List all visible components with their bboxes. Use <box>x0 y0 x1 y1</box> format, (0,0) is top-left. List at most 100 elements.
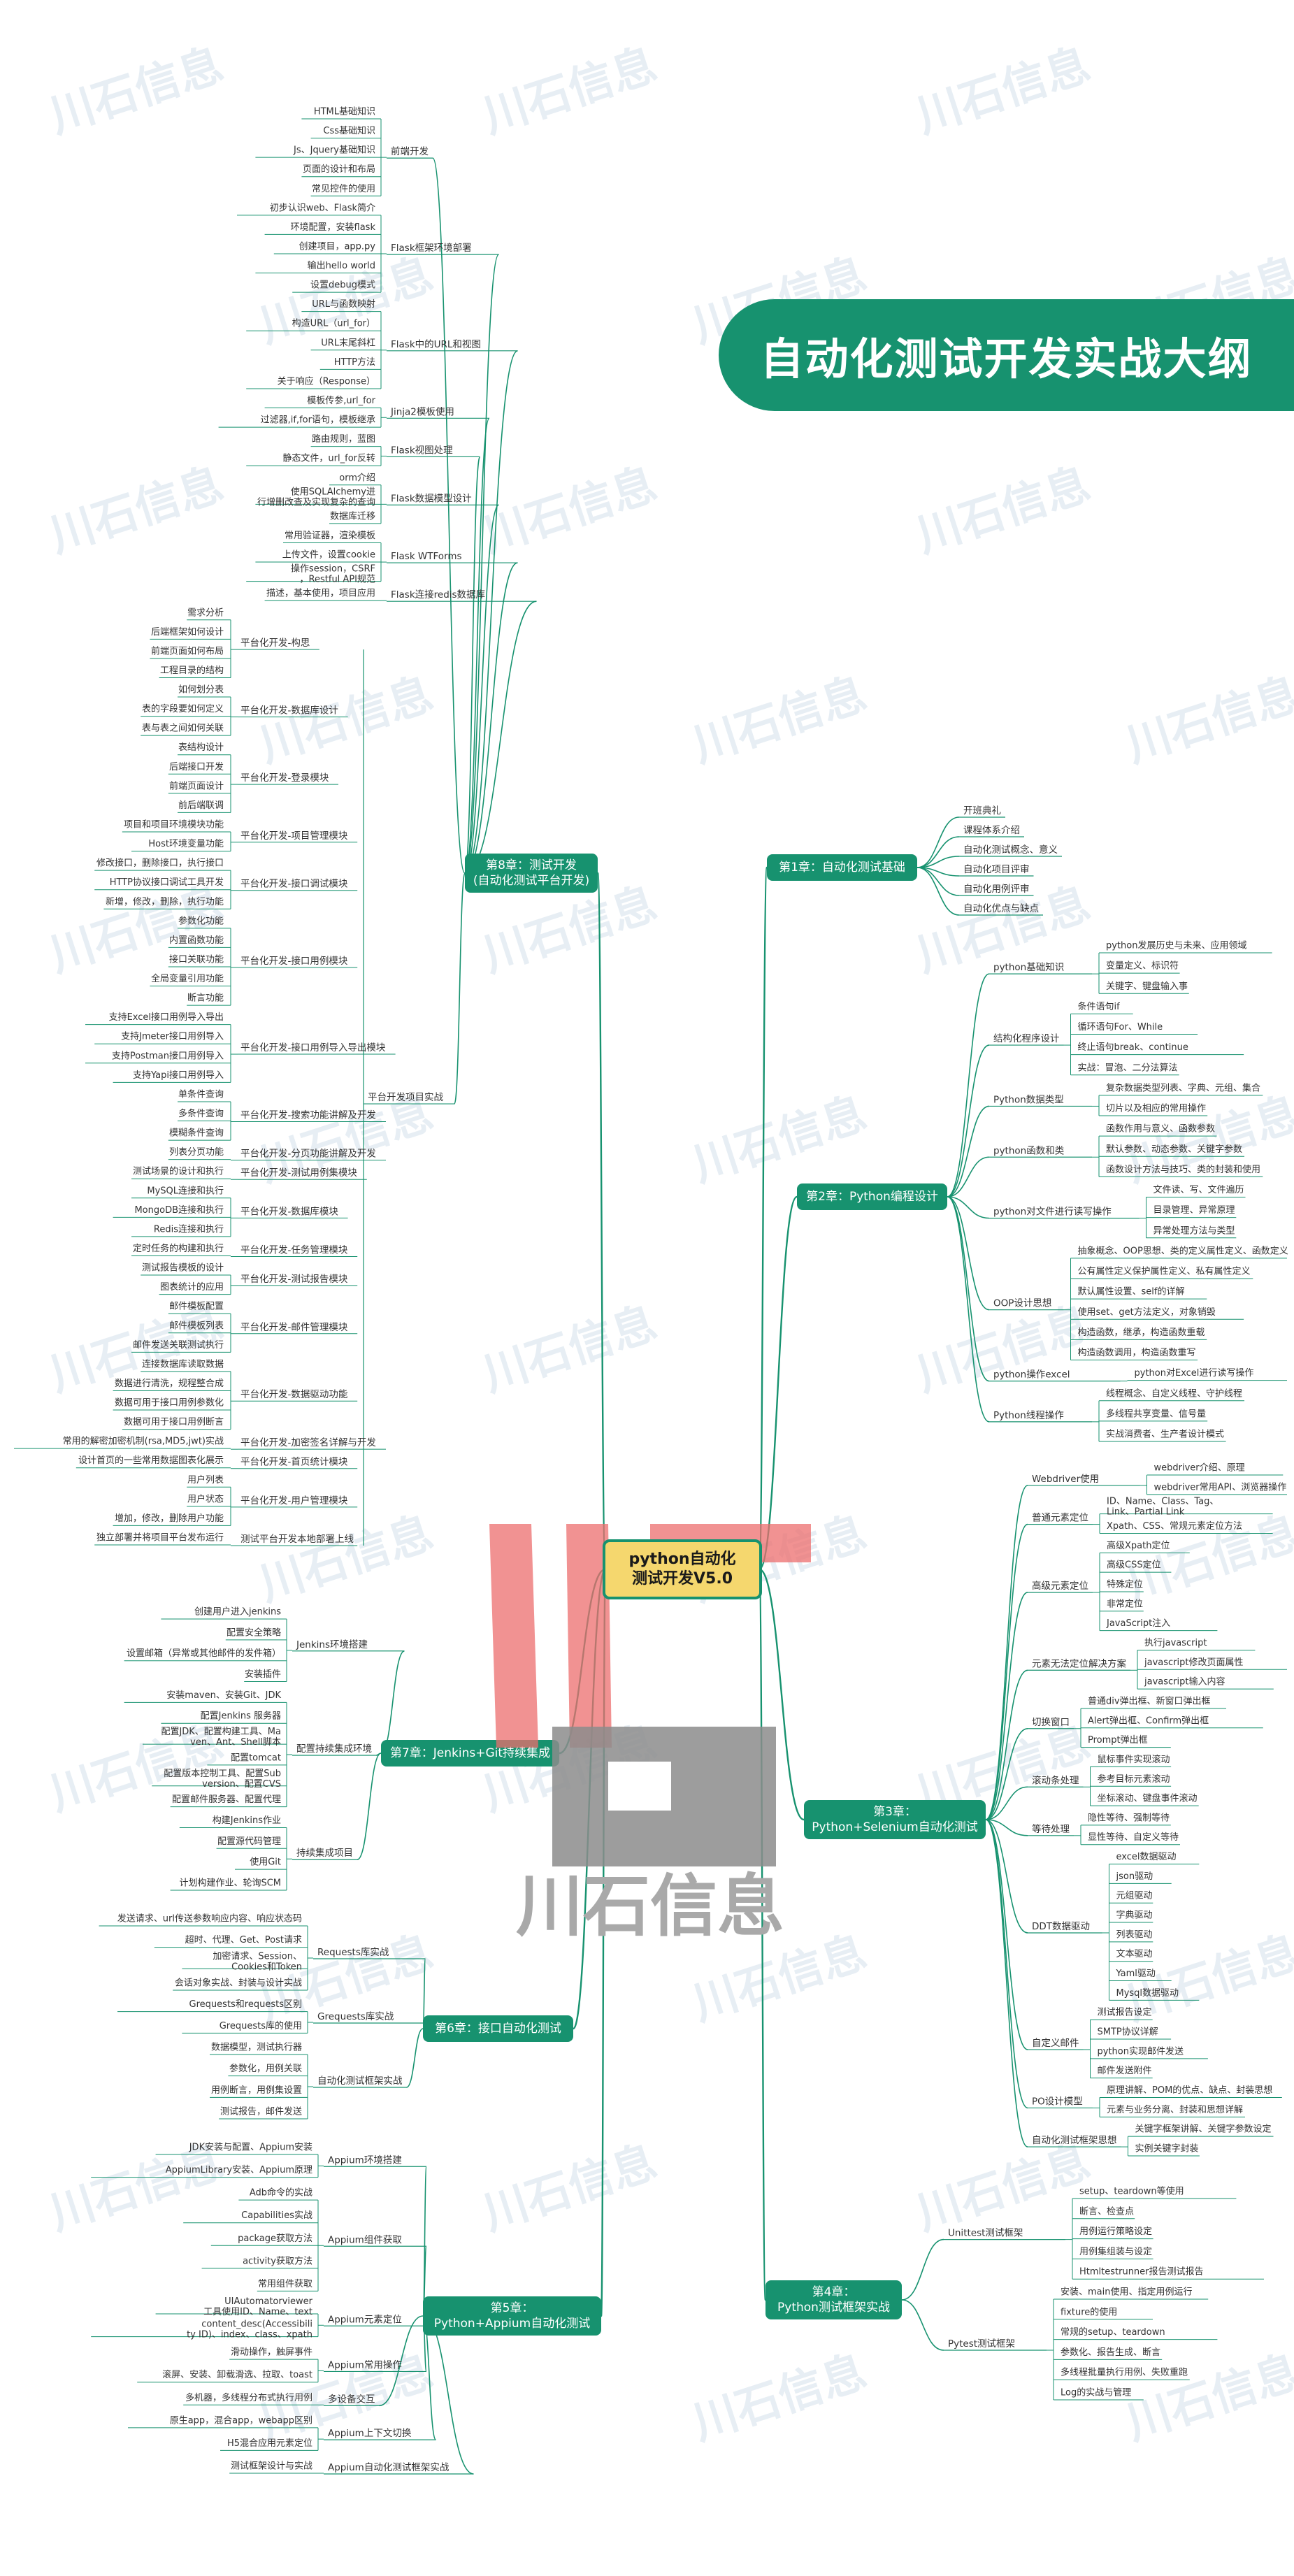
leaf-item: 环境配置，安装flask <box>291 222 376 233</box>
leaf-item: 断言功能 <box>187 993 224 1004</box>
group-label[interactable]: 平台化开发-数据库模块 <box>240 1206 338 1217</box>
chapter-title: 第8章：测试开发 <box>486 858 577 872</box>
sub-branch-label[interactable]: Webdriver使用 <box>1032 1473 1099 1485</box>
leaf-item: 测试场景的设计和执行 <box>133 1166 224 1177</box>
sub-branch-label[interactable]: 平台开发项目实战 <box>368 1092 443 1103</box>
sub-branch-label[interactable]: Appium元素定位 <box>328 2314 402 2325</box>
sub-branch-label[interactable]: Jenkins环境搭建 <box>296 1639 368 1650</box>
sub-branch-label[interactable]: Appium环境搭建 <box>328 2154 402 2166</box>
sub-branch-label[interactable]: DDT数据驱动 <box>1032 1921 1090 1932</box>
sub-branch-label[interactable]: 切换窗口 <box>1032 1716 1070 1728</box>
group-label[interactable]: 测试平台开发本地部署上线 <box>240 1534 354 1545</box>
group-label[interactable]: 平台化开发-构思 <box>240 638 310 649</box>
group-label[interactable]: 平台化开发-加密签名详解与开发 <box>240 1437 376 1448</box>
sub-branch-label[interactable]: Pytest测试框架 <box>948 2338 1015 2350</box>
group-label[interactable]: 平台化开发-用户管理模块 <box>240 1495 348 1506</box>
sub-branch-label[interactable]: 持续集成项目 <box>296 1848 353 1859</box>
group-label[interactable]: 平台化开发-首页统计模块 <box>240 1457 348 1468</box>
sub-branch-label[interactable]: 普通元素定位 <box>1032 1513 1088 1524</box>
chapter-node-ch2[interactable]: 第2章：Python编程设计 <box>797 1183 947 1210</box>
group-label[interactable]: 平台化开发-测试用例集模块 <box>240 1167 357 1179</box>
sub-branch-label[interactable]: Jinja2模板使用 <box>390 405 454 417</box>
sub-branch-label[interactable]: Requests库实战 <box>317 1947 389 1958</box>
central-topic-line1: python自动化 <box>628 1550 736 1568</box>
leaf-item: 输出hello world <box>308 260 375 271</box>
sub-branch-label[interactable]: python函数和类 <box>993 1145 1064 1156</box>
sub-branch-label[interactable]: 自动化测试概念、意义 <box>963 844 1058 856</box>
sub-branch-label[interactable]: 自定义邮件 <box>1032 2038 1079 2049</box>
group-label[interactable]: 平台化开发-登录模块 <box>240 772 329 784</box>
sub-branch-label[interactable]: python对文件进行读写操作 <box>993 1207 1112 1218</box>
sub-branch-label[interactable]: Flask中的URL和视图 <box>391 339 481 350</box>
chapter-node-ch6[interactable]: 第6章：接口自动化测试 <box>423 2015 573 2042</box>
sub-branch-label[interactable]: 自动化优点与缺点 <box>963 903 1039 914</box>
sub-branch-label[interactable]: 自动化测试框架实战 <box>317 2075 403 2087</box>
leaf-item: JavaScript注入 <box>1106 1618 1170 1629</box>
leaf-item: content_desc(Accessibili <box>201 2319 312 2330</box>
sub-branch-label[interactable]: Flask视图处理 <box>391 445 453 456</box>
group-label[interactable]: 平台化开发-接口调试模块 <box>240 878 348 890</box>
sub-branch-label[interactable]: 多设备交互 <box>328 2393 375 2405</box>
sub-branch-label[interactable]: 高级元素定位 <box>1032 1580 1088 1592</box>
leaf-item: 文件读、写、文件遍历 <box>1153 1184 1244 1195</box>
group-label[interactable]: 平台化开发-搜索功能讲解及开发 <box>240 1110 376 1121</box>
leaf-item: 计划构建作业、轮询SCM <box>179 1878 281 1889</box>
sub-branch-label[interactable]: Unittest测试框架 <box>948 2228 1023 2239</box>
group-label[interactable]: 平台化开发-数据驱动功能 <box>240 1389 347 1400</box>
leaf-item: URL与函数映射 <box>312 298 375 310</box>
leaf-item: HTTP方法 <box>334 357 375 368</box>
sub-branch-label[interactable]: 自动化项目评审 <box>963 864 1030 875</box>
sub-branch-label[interactable]: python基础知识 <box>993 961 1064 973</box>
sub-branch-label[interactable]: Appium组件获取 <box>328 2234 402 2245</box>
chapter-node-ch8[interactable]: 第8章：测试开发(自动化测试平台开发) <box>465 854 598 893</box>
group-label[interactable]: 平台化开发-数据库设计 <box>240 705 338 717</box>
group-label[interactable]: 平台化开发-接口用例导入导出模块 <box>240 1042 386 1053</box>
sub-branch-label[interactable]: PO设计模型 <box>1032 2096 1083 2107</box>
chapter-node-ch4[interactable]: 第4章：Python测试框架实战 <box>765 2280 902 2319</box>
sub-branch-label[interactable]: 自动化测试框架思想 <box>1032 2135 1117 2146</box>
sub-branch-label[interactable]: 等待处理 <box>1032 1823 1070 1835</box>
sub-branch-label[interactable]: 课程体系介绍 <box>963 825 1020 836</box>
leaf-item: 数据可用于接口用例参数化 <box>115 1397 224 1409</box>
group-label[interactable]: 平台化开发-分页功能讲解及开发 <box>240 1149 376 1160</box>
sub-branch-label[interactable]: Flask连接redis数据库 <box>391 589 485 600</box>
sub-branch-label[interactable]: 元素无法定位解决方案 <box>1032 1657 1126 1669</box>
sub-branch-label[interactable]: Appium上下文切换 <box>328 2428 412 2439</box>
leaf-item: SMTP协议详解 <box>1098 2027 1158 2038</box>
sub-branch-label[interactable]: 滚动条处理 <box>1032 1774 1079 1786</box>
group-label[interactable]: 平台化开发-测试报告模块 <box>240 1274 348 1285</box>
sub-branch-label[interactable]: Flask WTForms <box>391 551 462 562</box>
sub-branch-label[interactable]: python操作excel <box>993 1369 1070 1381</box>
watermark-text: 川石信息 <box>910 1297 1096 1402</box>
sub-branch-label[interactable]: 开班典礼 <box>963 805 1001 816</box>
leaf-item: orm介绍 <box>339 473 375 483</box>
sub-branch-label[interactable]: Python数据类型 <box>993 1094 1064 1105</box>
leaf-item: 接口关联功能 <box>169 954 224 965</box>
sub-branch-label[interactable]: 自动化用例评审 <box>963 884 1030 895</box>
leaf-item: 坐标滚动、键盘事件滚动 <box>1098 1793 1198 1804</box>
chapter-node-ch5[interactable]: 第5章：Python+Appium自动化测试 <box>423 2296 601 2336</box>
sub-branch-label[interactable]: 配置持续集成环境 <box>296 1743 372 1755</box>
chapter-node-ch3[interactable]: 第3章：Python+Selenium自动化测试 <box>804 1800 986 1839</box>
sub-branch-label[interactable]: OOP设计思想 <box>993 1298 1051 1309</box>
leaf-item: webdriver介绍、原理 <box>1154 1463 1245 1474</box>
leaf-item: 关键字、键盘输入事 <box>1106 981 1188 992</box>
sub-branch-label[interactable]: 结构化程序设计 <box>993 1033 1060 1044</box>
sub-branch-label[interactable]: Flask框架环境部署 <box>391 243 472 254</box>
sub-branch-label[interactable]: Appium自动化测试框架实战 <box>328 2462 450 2473</box>
group-label[interactable]: 平台化开发-邮件管理模块 <box>240 1322 348 1333</box>
leaf-item: 数据模型，测试执行器 <box>211 2043 302 2053</box>
chapter-box <box>423 2015 573 2042</box>
sub-branch-label[interactable]: 前端开发 <box>391 145 429 157</box>
sub-branch-label[interactable]: Flask数据模型设计 <box>391 493 472 504</box>
chapter-title: Python+Appium自动化测试 <box>434 2317 590 2331</box>
group-label[interactable]: 平台化开发-接口用例模块 <box>240 955 348 967</box>
chapter-node-ch1[interactable]: 第1章：自动化测试基础 <box>767 854 917 881</box>
sub-branch-label[interactable]: Appium常用操作 <box>328 2359 402 2370</box>
group-label[interactable]: 平台化开发-任务管理模块 <box>240 1244 348 1255</box>
central-topic[interactable]: python自动化 测试开发V5.0 <box>603 1539 762 1599</box>
group-label[interactable]: 平台化开发-项目管理模块 <box>240 830 348 842</box>
leaf-item: 用户状态 <box>187 1493 224 1504</box>
sub-branch-label[interactable]: Grequests库实战 <box>317 2011 394 2022</box>
sub-branch-label[interactable]: Python线程操作 <box>993 1410 1064 1421</box>
